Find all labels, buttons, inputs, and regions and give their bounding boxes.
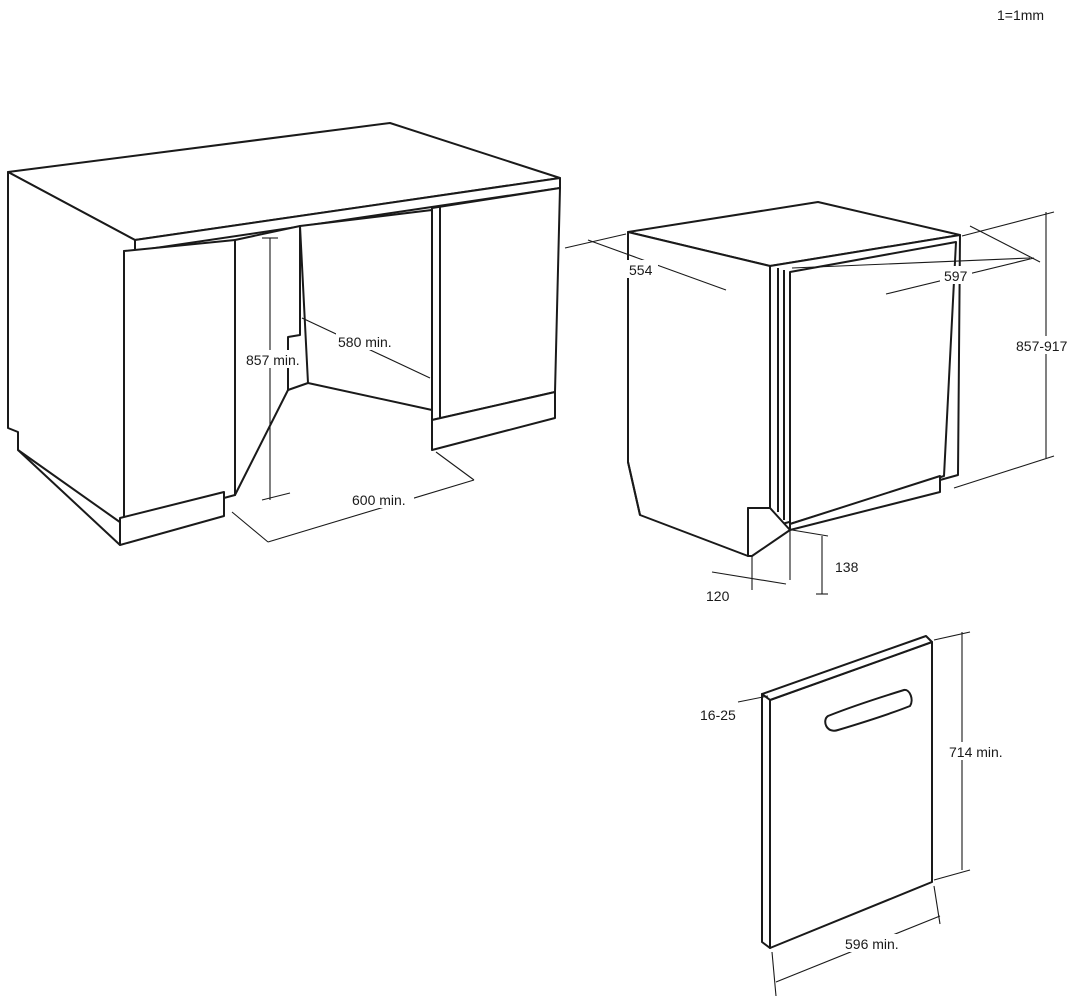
dw-width-label: 597 bbox=[944, 268, 968, 284]
cabinet-width-label: 600 min. bbox=[352, 492, 406, 508]
cabinet-dimensions: 857 min. 580 min. 600 min. bbox=[231, 237, 475, 543]
dw-height-label-bg bbox=[1013, 336, 1075, 354]
panel-thickness-dim-line bbox=[737, 695, 769, 703]
cabinet-width-ext-left bbox=[231, 511, 269, 543]
panel-height-tick-bottom bbox=[933, 869, 971, 881]
panel-height-tick-top bbox=[933, 631, 971, 641]
dw-plinth-height-label: 138 bbox=[835, 559, 859, 575]
cabinet-depth-label: 580 min. bbox=[338, 334, 392, 350]
dw-width-dim-line bbox=[791, 257, 1031, 269]
door-panel-side-edge bbox=[761, 693, 771, 949]
right-unit-front bbox=[431, 187, 561, 421]
cabinet-width-label-bg bbox=[348, 490, 414, 508]
dishwasher-side-bottom bbox=[627, 461, 641, 516]
cabinet-height-tick-bottom bbox=[261, 492, 291, 501]
dishwasher-plinth bbox=[747, 475, 941, 557]
panel-width-label-bg bbox=[842, 934, 908, 952]
dw-width-ext bbox=[969, 225, 1041, 263]
niche-floor-edge bbox=[287, 382, 309, 391]
panel-width-label: 596 min. bbox=[845, 936, 899, 952]
kitchen-cabinet bbox=[7, 122, 561, 546]
dishwasher-dimensions: 554 597 857-917 138 120 bbox=[564, 211, 1075, 604]
dw-plinth-height-tick-top bbox=[791, 529, 829, 537]
dw-height-tick-top bbox=[961, 211, 1055, 237]
scale-note: 1=1mm bbox=[997, 7, 1044, 23]
door-panel-dimensions: 16-25 714 min. 596 min. bbox=[700, 631, 1012, 997]
panel-width-ext-right bbox=[933, 885, 941, 925]
dw-height-label: 857-917 bbox=[1016, 338, 1068, 354]
left-unit-front bbox=[123, 239, 236, 526]
door-panel bbox=[761, 635, 933, 949]
right-unit-plinth bbox=[431, 391, 556, 451]
dw-depth-label: 554 bbox=[629, 262, 653, 278]
cabinet-width-ext-right bbox=[435, 451, 475, 481]
panel-thickness-label: 16-25 bbox=[700, 707, 736, 723]
dw-height-tick-bottom bbox=[953, 455, 1055, 489]
dishwasher-door bbox=[789, 241, 957, 525]
cabinet-height-label: 857 min. bbox=[246, 352, 300, 368]
niche-back-wall bbox=[299, 209, 433, 411]
cabinet-width-dim-line bbox=[267, 479, 475, 543]
dw-depth-label-bg bbox=[626, 260, 658, 278]
dw-width-label-bg bbox=[940, 266, 972, 284]
dishwasher-body bbox=[627, 201, 961, 557]
dw-depth-ext bbox=[564, 233, 627, 249]
door-handle bbox=[824, 688, 913, 732]
left-unit-plinth bbox=[119, 491, 225, 546]
cabinet-depth-label-bg bbox=[336, 332, 402, 350]
panel-height-label: 714 min. bbox=[949, 744, 1003, 760]
panel-height-label-bg bbox=[946, 742, 1012, 760]
left-side-bottom bbox=[17, 449, 121, 546]
panel-width-ext-left bbox=[771, 951, 777, 997]
dw-plinth-depth-dim-line bbox=[711, 571, 787, 585]
cabinet-height-label-bg bbox=[242, 350, 304, 368]
dw-plinth-depth-label: 120 bbox=[706, 588, 730, 604]
